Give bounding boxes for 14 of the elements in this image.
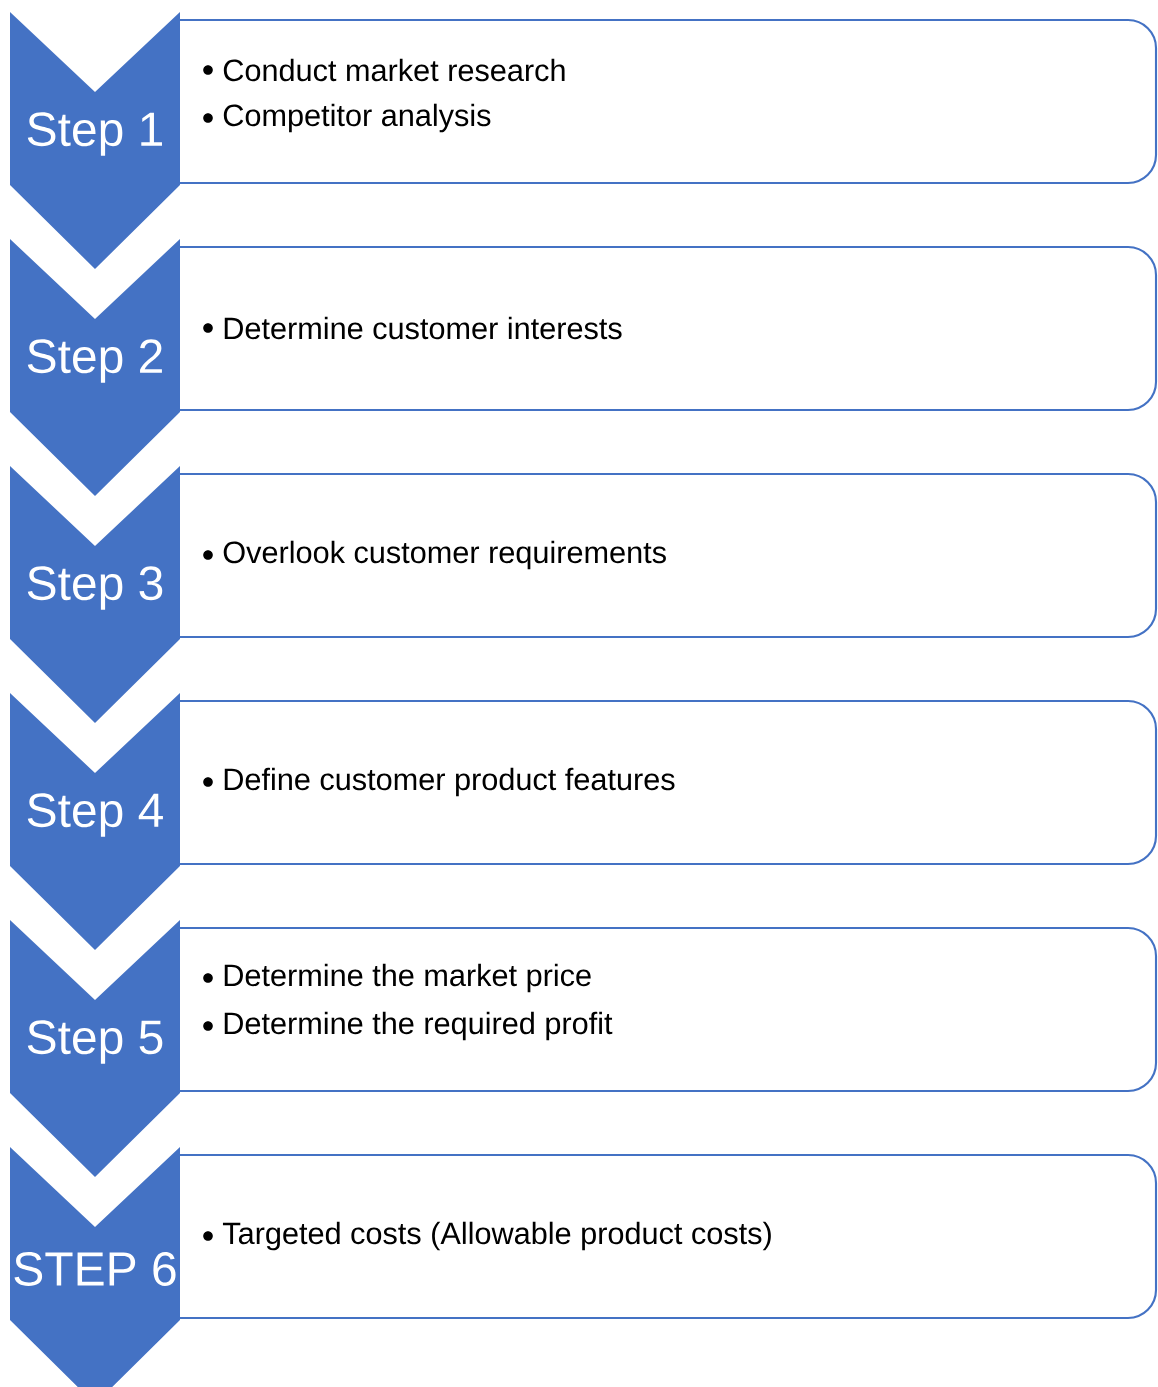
- step-box: [180, 18, 1158, 185]
- step-box: [180, 1153, 1158, 1320]
- step-box: [180, 699, 1158, 866]
- bullet-item: Determine the required profit: [224, 1011, 613, 1041]
- step-box: [180, 245, 1158, 412]
- bullet-item: Competitor analysis: [223, 103, 491, 133]
- bullet-item: Conduct market research: [223, 58, 565, 82]
- bullet-item: Overlook customer requirements: [223, 540, 666, 570]
- step-box: [180, 926, 1158, 1093]
- step-box: [180, 472, 1158, 639]
- bullet-item: Define customer product features: [224, 767, 675, 797]
- bullet-item: Targeted costs (Allowable product costs): [222, 1221, 771, 1251]
- bullet-item: Determine the market price: [224, 963, 591, 993]
- bullet-item: Determine customer interests: [224, 316, 622, 340]
